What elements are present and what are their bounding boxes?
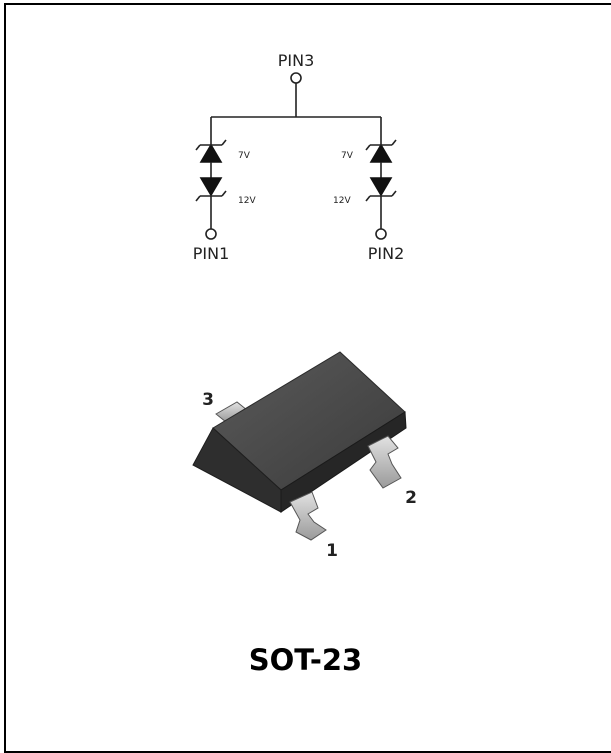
pin1-lead: [289, 491, 327, 541]
pin3-terminal: [290, 72, 302, 84]
left-lower-zener: [199, 177, 223, 197]
pin2-label: PIN2: [368, 244, 405, 263]
package-body-side: [280, 411, 407, 513]
sot23-package-illustration: 3 2 1: [192, 351, 417, 561]
pin2-lead: [367, 435, 402, 489]
package-name: SOT-23: [248, 643, 363, 677]
right-zener-pair: [365, 117, 397, 229]
schematic: PIN3 PIN1 7V 12V: [193, 51, 405, 263]
left-lower-voltage: 12V: [238, 196, 256, 206]
pin3-label: PIN3: [278, 51, 315, 70]
left-upper-voltage: 7V: [238, 151, 251, 161]
pin2-terminal: [375, 228, 387, 240]
right-upper-voltage: 7V: [341, 151, 354, 161]
left-zener-pair: [195, 117, 227, 229]
right-upper-zener: [369, 143, 393, 163]
pin1-terminal: [205, 228, 217, 240]
pin3-number: 3: [202, 390, 214, 410]
right-lower-zener: [369, 177, 393, 197]
right-lower-voltage: 12V: [333, 196, 351, 206]
left-upper-zener: [199, 143, 223, 163]
pin1-number: 1: [326, 541, 338, 561]
pin1-label: PIN1: [193, 244, 230, 263]
pin2-number: 2: [405, 488, 417, 508]
